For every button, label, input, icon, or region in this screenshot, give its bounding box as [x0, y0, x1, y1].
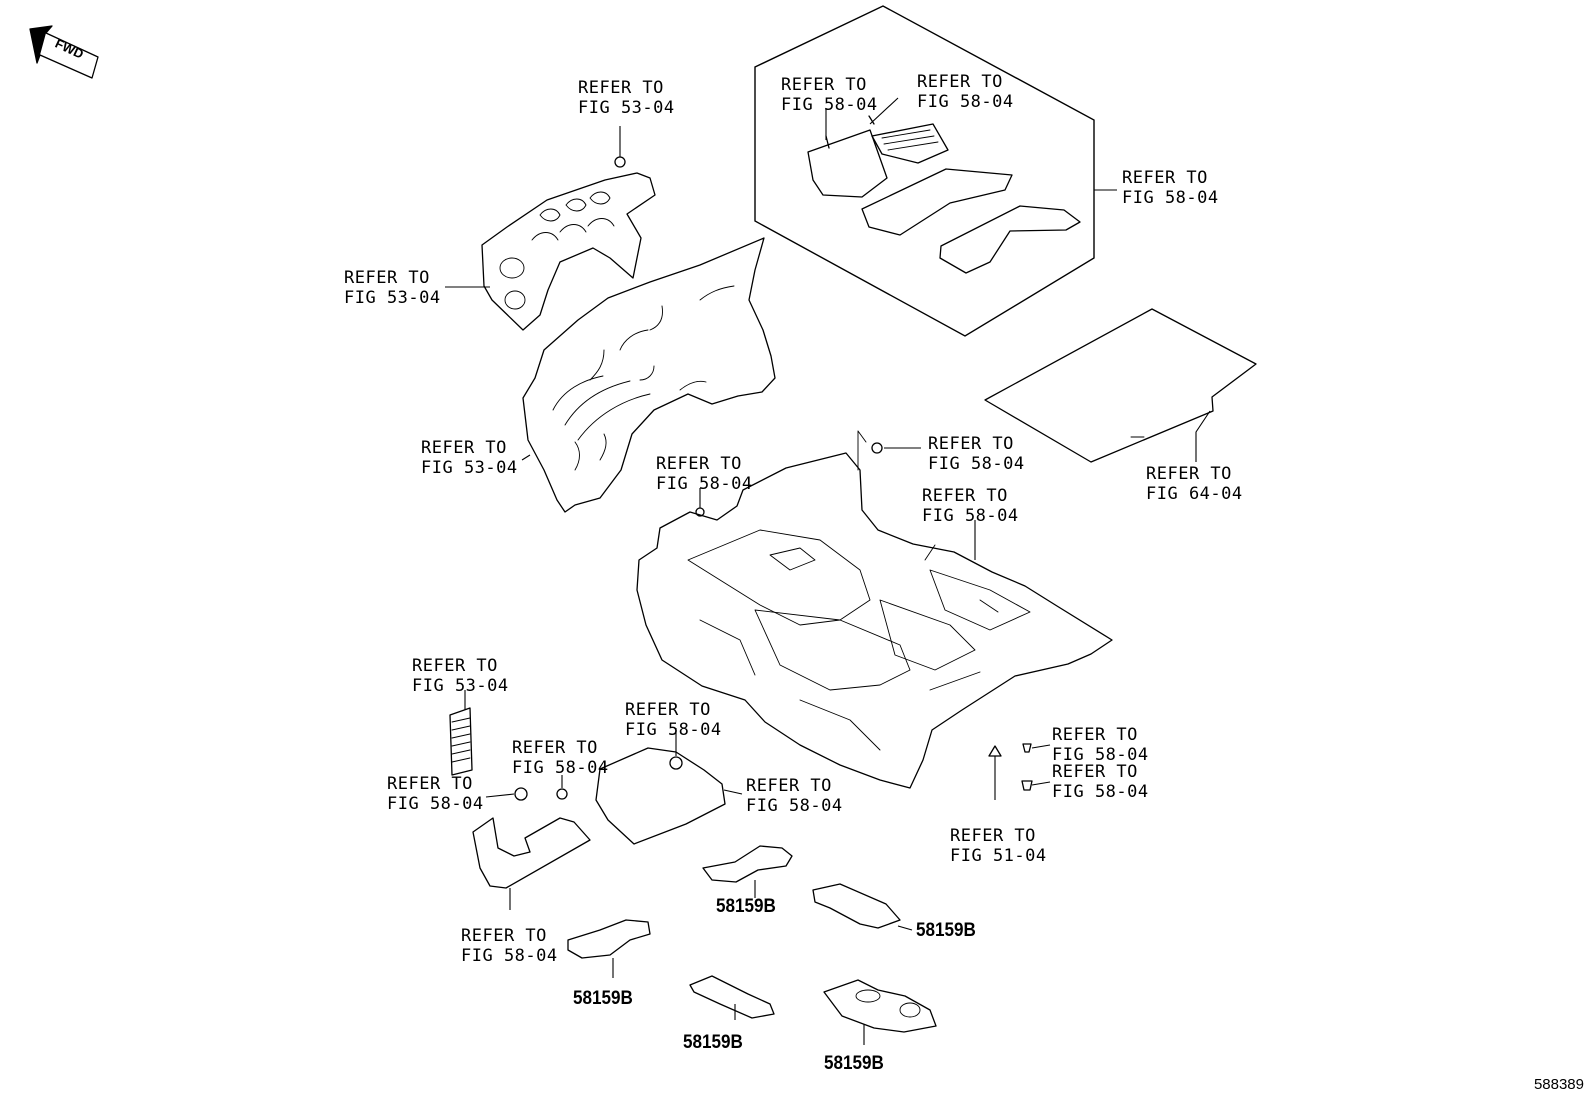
- part-number: 58159B: [824, 1053, 884, 1074]
- part-number: 58159B: [683, 1032, 743, 1053]
- clip-leader: [857, 430, 867, 471]
- fwd-arrow-icon: FWD: [29, 25, 99, 79]
- dash-panel-silencer: [522, 237, 776, 513]
- pad-58159b-2: [812, 883, 901, 929]
- floor-mat-group: [754, 5, 1095, 337]
- diagram-number: 588389: [1533, 1076, 1584, 1093]
- cargo-mat: [984, 308, 1257, 463]
- fwd-label: FWD: [53, 36, 86, 62]
- floor-carpet: [636, 452, 1113, 789]
- pad-58159b-3: [567, 919, 651, 959]
- pad-58159b-4: [689, 975, 775, 1019]
- front-left-silencers: [449, 707, 726, 889]
- dash-silencer-upper: [481, 156, 656, 331]
- part-number: 58159B: [916, 920, 976, 941]
- clip-icon: [871, 442, 883, 454]
- leader-lines: [445, 97, 1211, 1045]
- part-number: 58159B: [716, 896, 776, 917]
- part-number: 58159B: [573, 988, 633, 1009]
- pad-58159b-5: [823, 979, 937, 1033]
- pad-58159b-1: [702, 845, 793, 883]
- fasteners-right: [988, 743, 1033, 800]
